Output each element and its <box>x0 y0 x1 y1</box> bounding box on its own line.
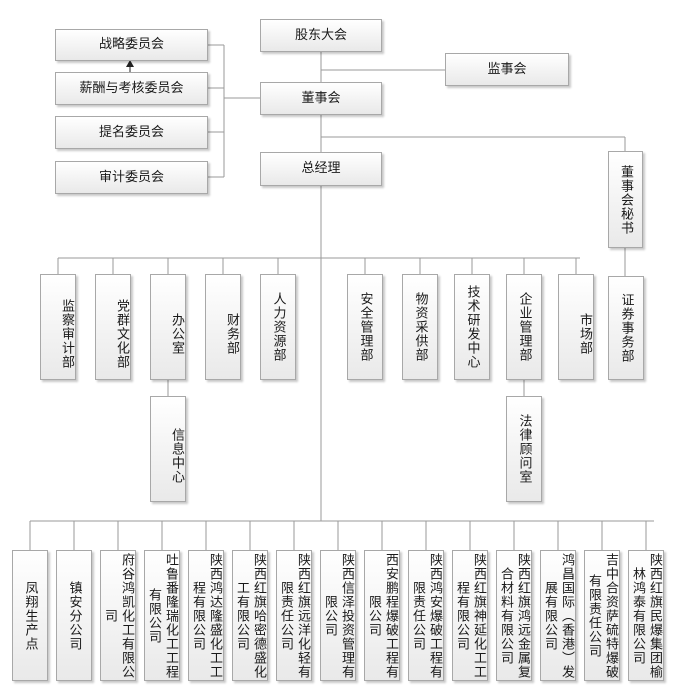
nomination-committee-box: 提名委员会 <box>55 116 208 149</box>
subsidiary-9: 西安鹏程爆破工程有限公司 <box>364 550 400 681</box>
audit-committee-box: 审计委员会 <box>55 161 208 194</box>
arrow-up-icon <box>126 60 134 67</box>
subsidiary-14: 吉中合资萨硫特爆破有限责任公司 <box>584 550 620 681</box>
subsidiary-6: 陕西红旗哈密德盛化工有限公司 <box>232 550 268 681</box>
subsidiary-1: 凤翔生产点 <box>12 550 48 681</box>
subsidiary-3: 府谷鸿凯化工有限公司 <box>100 550 136 681</box>
subsidiary-10: 陕西鸿安爆破工程有限责任公司 <box>408 550 444 681</box>
dept-safety-management: 安全管理部 <box>347 274 383 380</box>
dept-supervision-audit: 监察审计部 <box>40 274 76 380</box>
dept-securities-affairs: 证券事务部 <box>608 276 644 380</box>
subsidiary-7: 陕西红旗远洋化轻有限责任公司 <box>276 550 312 681</box>
subsidiary-8: 陕西信泽投资管理有限公司 <box>320 550 356 681</box>
strategy-committee-box: 战略委员会 <box>55 29 208 61</box>
compensation-committee-box: 薪酬与考核委员会 <box>55 72 208 105</box>
dept-information-center: 信息中心 <box>150 396 186 502</box>
dept-human-resources: 人力资源部 <box>260 274 296 380</box>
subsidiary-11: 陕西红旗神延化工工程有限公司 <box>452 550 488 681</box>
subsidiary-2: 镇安分公司 <box>56 550 92 681</box>
dept-materials-procurement: 物资采供部 <box>402 274 438 380</box>
dept-marketing: 市场部 <box>558 274 594 380</box>
subsidiary-15: 陕西红旗民爆集团榆林鸿泰有限公司 <box>628 550 664 681</box>
dept-party-culture: 党群文化部 <box>95 274 131 380</box>
general-manager-box: 总经理 <box>260 152 382 186</box>
dept-office: 办公室 <box>150 274 186 380</box>
shareholders-meeting-box: 股东大会 <box>260 19 382 52</box>
supervisory-board-box: 监事会 <box>445 53 569 86</box>
dept-legal-consultant: 法律顾问室 <box>506 396 542 502</box>
dept-enterprise-management: 企业管理部 <box>506 274 542 380</box>
subsidiary-5: 陕西鸿达隆盛化工工程有限公司 <box>188 550 224 681</box>
subsidiary-4: 吐鲁番隆瑞化工工程有限公司 <box>144 550 180 681</box>
board-of-directors-box: 董事会 <box>260 82 382 115</box>
subsidiary-12: 陕西红旗鸿远金属复合材料有限公司 <box>496 550 532 681</box>
dept-technology-rd: 技术研发中心 <box>454 274 490 380</box>
board-secretary-box: 董事会秘书 <box>608 151 643 248</box>
dept-finance: 财务部 <box>205 274 241 380</box>
subsidiary-13: 鸿昌国际（香港）发展有限公司 <box>540 550 576 681</box>
